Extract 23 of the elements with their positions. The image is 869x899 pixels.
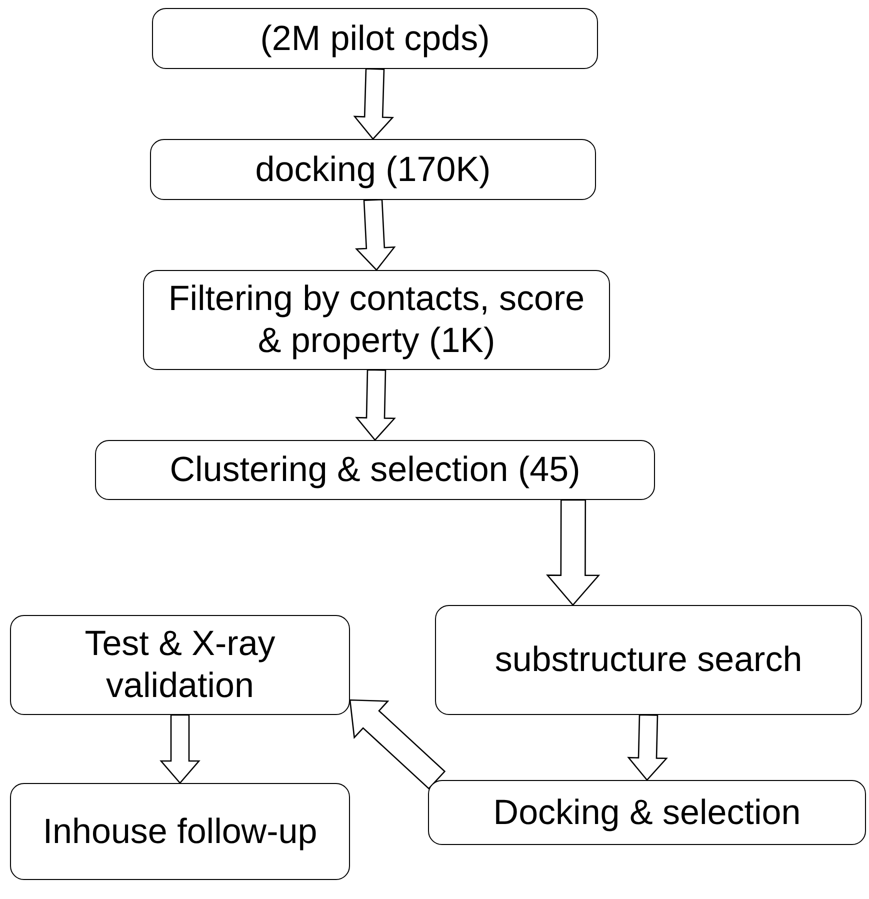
block-arrow [354,198,396,271]
process-box [150,139,596,200]
box-label: Inhouse follow-up [42,810,318,852]
block-arrow [349,699,446,790]
box-label: Test & X-ray validation [84,623,276,707]
block-arrow [546,499,600,606]
process-box [435,605,862,715]
block-arrow [353,68,394,140]
process-box [152,8,598,69]
box-label: Filtering by contacts, score & property (1K) [167,278,586,362]
box-label: docking (170K) [255,148,491,190]
box-label: substructure search [494,639,802,681]
process-box [10,783,350,880]
process-box [95,440,655,500]
box-label: (2M pilot cpds) [260,18,490,60]
process-box [428,780,866,845]
block-arrow [355,369,396,441]
box-label: Docking & selection [493,792,801,834]
block-arrow [160,714,200,784]
process-box [10,615,350,715]
process-box [143,270,610,370]
box-label: Clustering & selection (45) [170,449,580,491]
block-arrow [627,714,668,781]
